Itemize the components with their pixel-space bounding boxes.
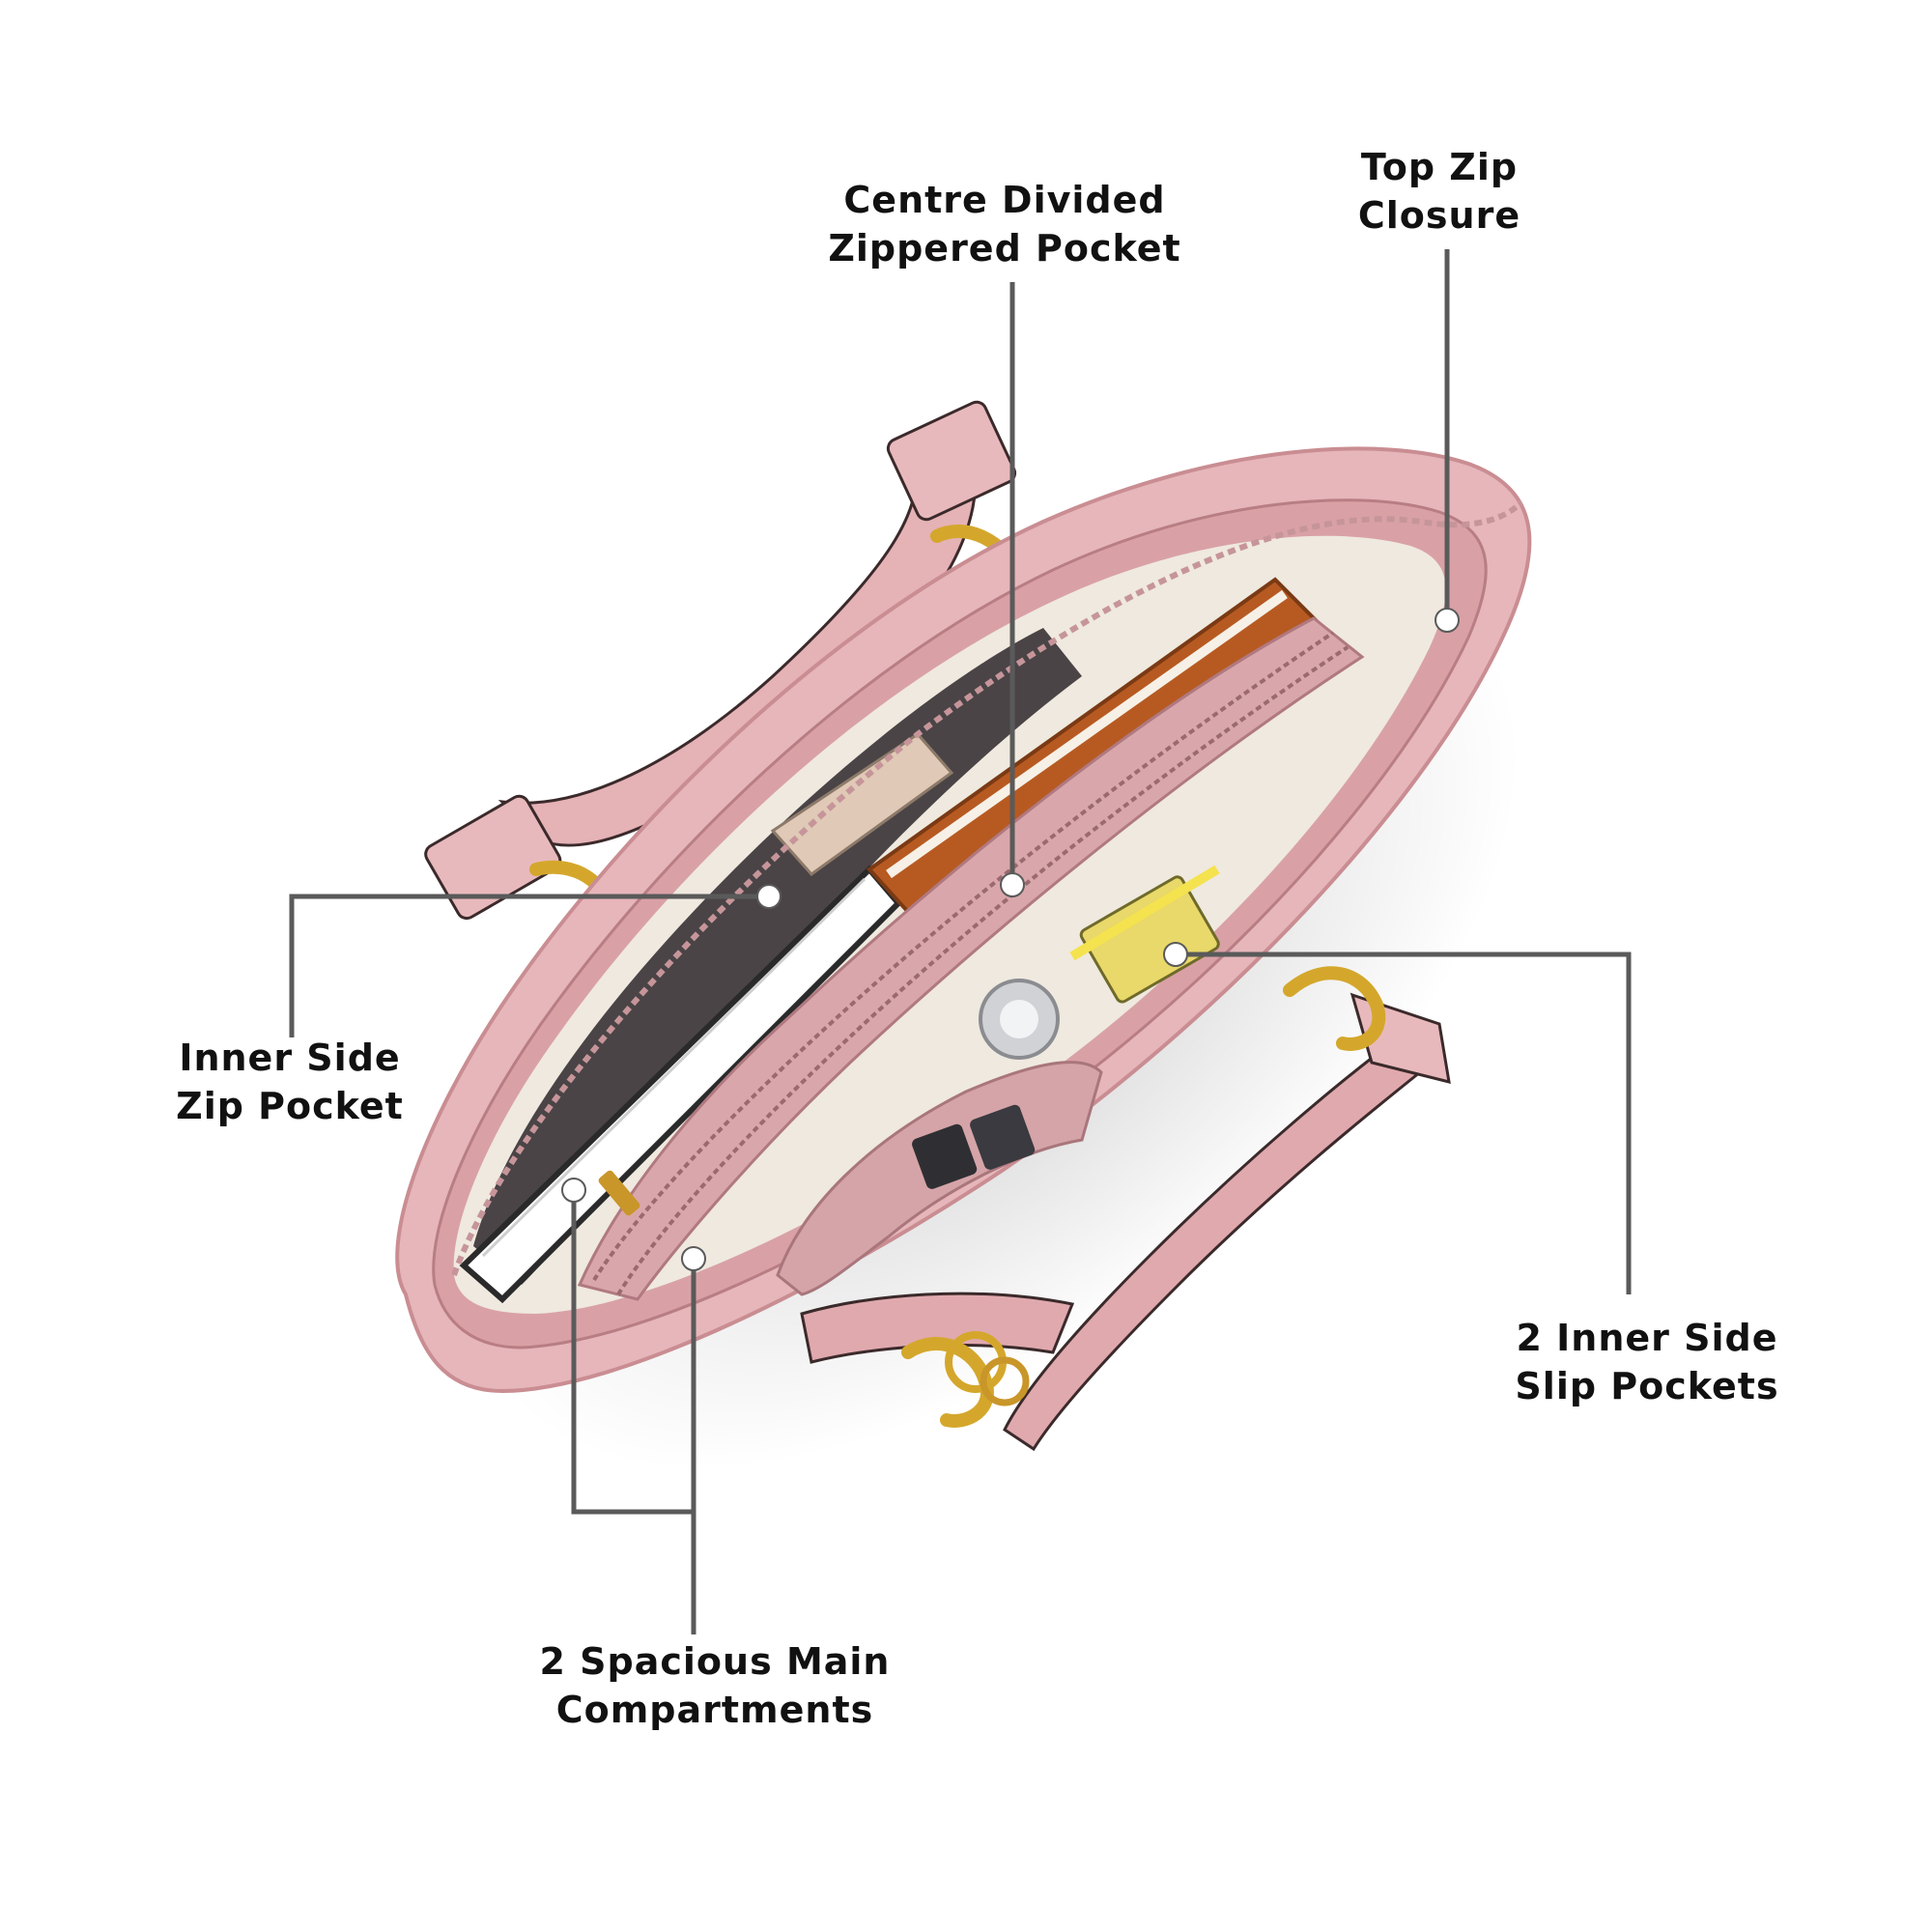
front-handle <box>800 966 1451 1452</box>
top-zip-track <box>451 499 1524 1277</box>
leader-innerzip <box>289 894 769 1037</box>
callout-inner-slip-pockets: 2 Inner Side Slip Pockets <box>1502 1314 1792 1410</box>
yellow-band <box>1069 865 1220 961</box>
dot-centre <box>1000 872 1025 897</box>
callout-main-line1: 2 Spacious Main <box>539 1640 891 1683</box>
centre-zip-pocket <box>577 616 1365 1301</box>
phone <box>770 732 954 877</box>
black-cube-1 <box>912 1123 978 1189</box>
black-cube-2 <box>970 1104 1036 1170</box>
callout-innerzip-line2: Zip Pocket <box>176 1085 404 1127</box>
leader-lines <box>289 249 1632 1634</box>
dot-main-left <box>561 1178 586 1203</box>
callout-main-line2: Compartments <box>555 1689 874 1731</box>
callout-main-compartments: 2 Spacious Main Compartments <box>502 1637 927 1734</box>
callout-slip-line1: 2 Inner Side <box>1516 1317 1778 1359</box>
leader-main <box>571 1190 696 1634</box>
dot-topzip <box>1435 608 1460 633</box>
zipper-pull <box>598 1170 640 1216</box>
callout-topzip-line2: Closure <box>1357 194 1521 237</box>
dot-innerzip <box>756 884 781 909</box>
dot-slip <box>1163 942 1188 967</box>
callout-inner-side-zip-pocket: Inner Side Zip Pocket <box>145 1034 435 1130</box>
callout-centre-divided-pocket: Centre Divided Zippered Pocket <box>811 176 1198 272</box>
callout-innerzip-line1: Inner Side <box>179 1037 401 1079</box>
yellow-notebook <box>1079 875 1220 1004</box>
dot-main-right <box>681 1246 706 1271</box>
callout-top-zip-closure: Top Zip Closure <box>1343 143 1536 240</box>
callout-dots <box>561 608 1460 1271</box>
callout-slip-line2: Slip Pockets <box>1515 1365 1779 1407</box>
leader-slip <box>1176 952 1632 1294</box>
callout-centre-line1: Centre Divided <box>843 179 1166 221</box>
callout-centre-line2: Zippered Pocket <box>828 227 1181 270</box>
callout-topzip-line1: Top Zip <box>1360 146 1519 188</box>
